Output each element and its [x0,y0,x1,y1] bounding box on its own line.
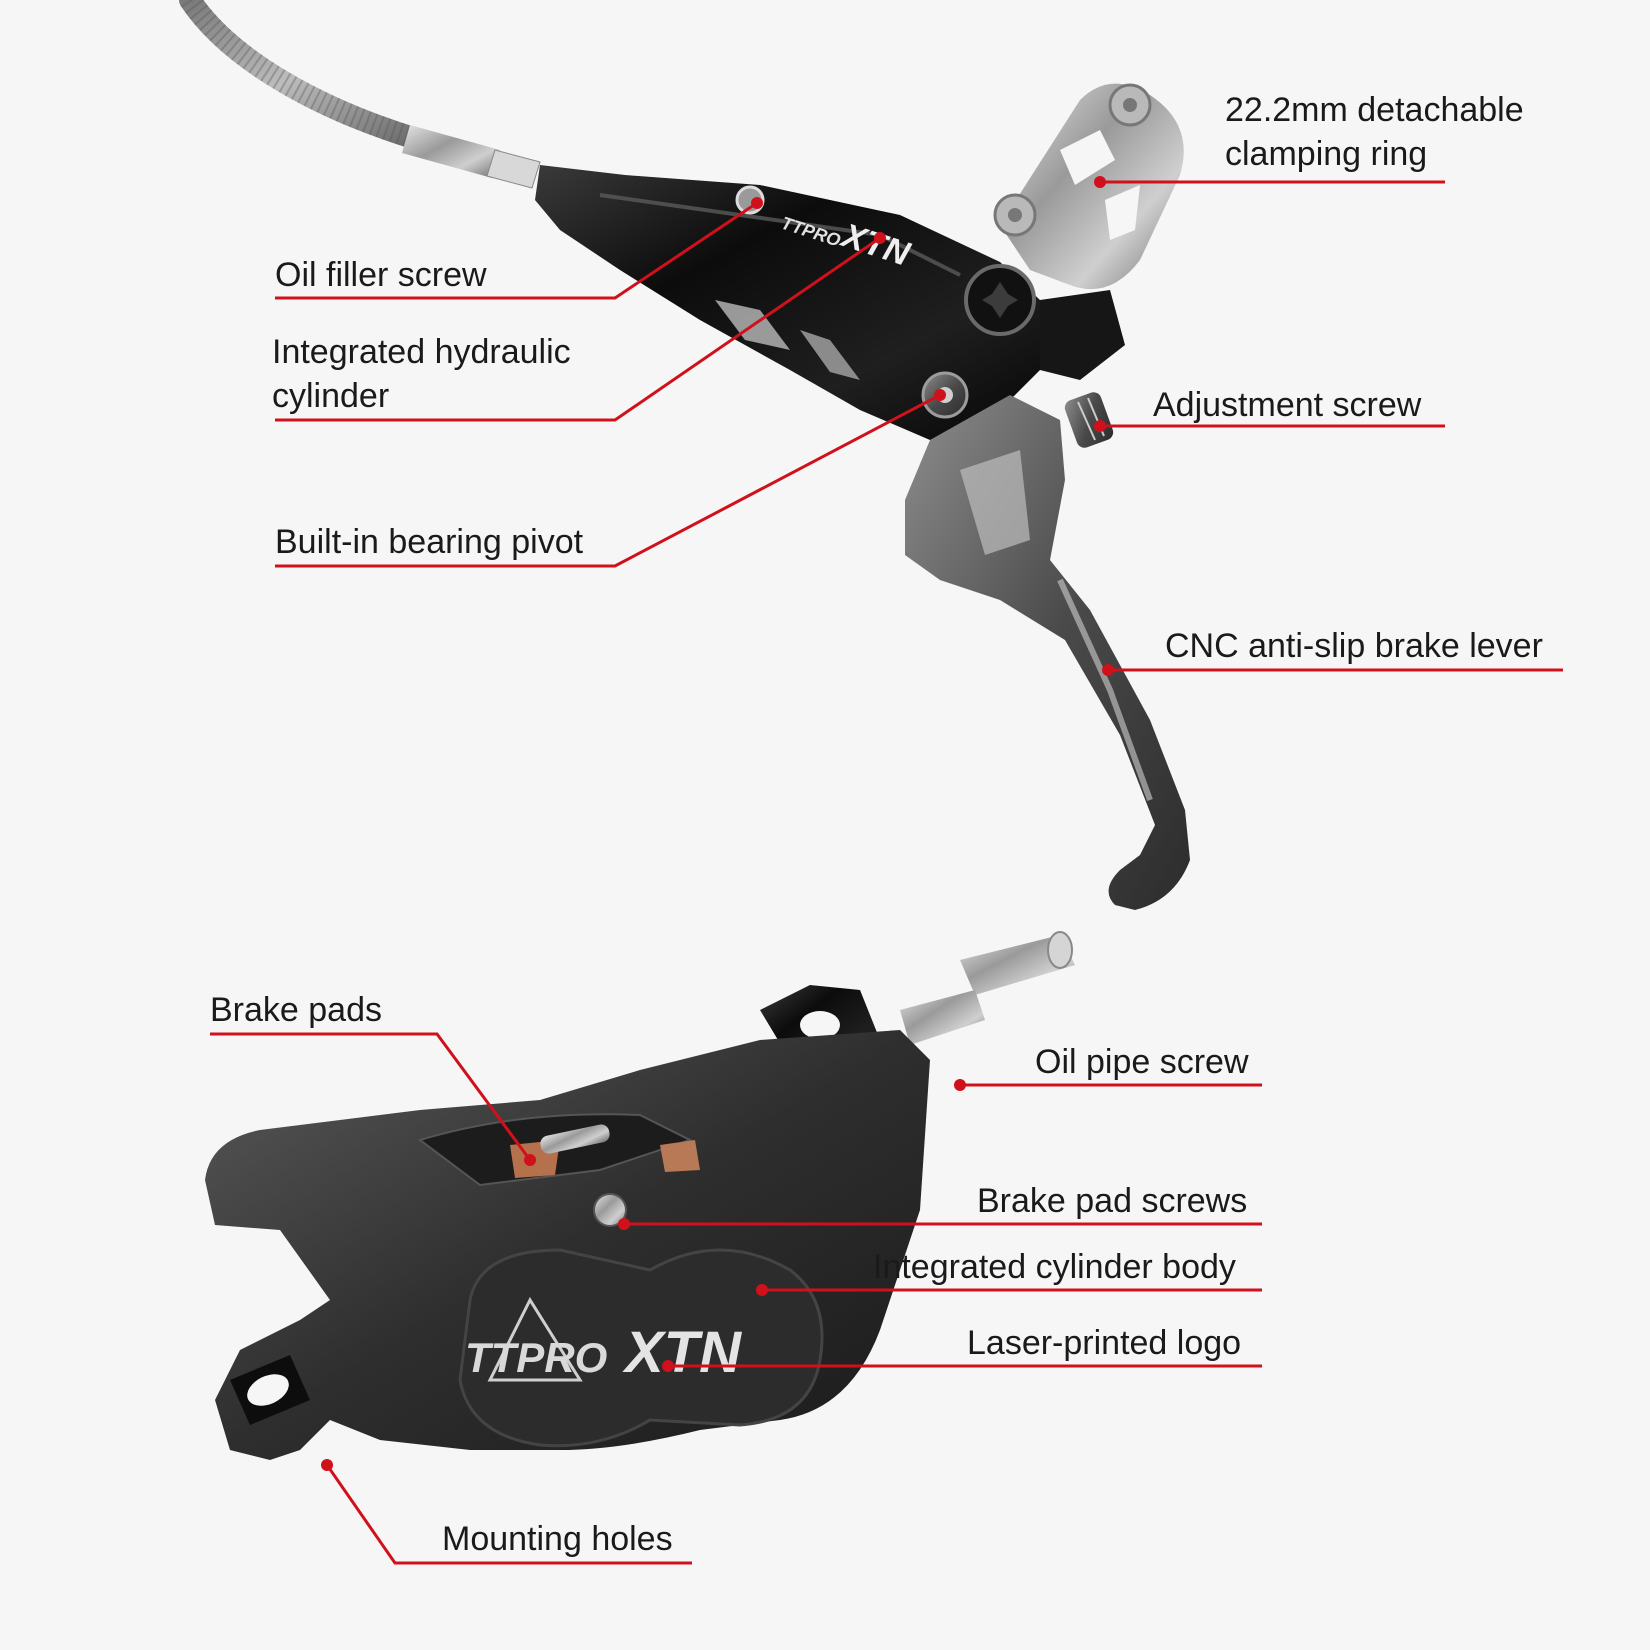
label-clamping-ring-line1: 22.2mm detachable [1225,91,1524,129]
leader-mounting-holes [325,1464,692,1565]
callout-dots [321,176,1114,1471]
label-laser-logo: Laser-printed logo [967,1324,1242,1362]
callout-lines [210,180,1563,1565]
label-oil-pipe-screw: Oil pipe screw [1035,1043,1249,1081]
mounting-hole [247,1374,289,1406]
label-oil-filler-screw: Oil filler screw [275,256,487,294]
piston-housing [458,1248,824,1448]
label-clamping-ring: 22.2mm detachable clamping ring [1225,88,1524,176]
leader-brake-pads [210,1032,532,1161]
brake-pad-screw [593,1193,627,1227]
label-bearing-pivot: Built-in bearing pivot [275,523,584,561]
caliper-assembly: TTPRO XTN [205,931,1075,1460]
hose-ferrule [402,125,500,178]
caliper-model-logo: XTN [622,1320,742,1385]
label-brake-lever: CNC anti-slip brake lever [1165,627,1543,665]
oil-pipe-fitting [960,935,1075,995]
label-hydraulic-cylinder-line2: cylinder [272,377,390,415]
leader-oil-filler-screw [275,201,758,300]
label-clamping-ring-line2: clamping ring [1225,135,1428,173]
adjustment-screw-knob [1064,392,1114,448]
leader-bearing-pivot [275,393,941,568]
label-hydraulic-cylinder: Integrated hydraulic cylinder [272,330,571,418]
brake-lever-blade [905,395,1190,910]
brake-lever-assembly: TTPRO XTN [179,0,1190,910]
brake-pad-right [660,1140,700,1172]
label-mounting-holes: Mounting holes [442,1520,673,1558]
caliper-logo-triangle [487,1296,583,1382]
label-cylinder-body: Integrated cylinder body [873,1248,1236,1286]
caliper-logo-text: TTPRO [465,1334,607,1381]
label-brake-pad-screws: Brake pad screws [977,1182,1248,1220]
label-adjustment-screw: Adjustment screw [1153,386,1422,424]
label-brake-pads: Brake pads [210,991,382,1029]
brake-hose [179,0,431,151]
leader-hydraulic-cylinder [275,236,881,422]
clamping-ring [1000,83,1184,290]
pad-retaining-pin [540,1124,610,1154]
label-hydraulic-cylinder-line1: Integrated hydraulic [272,333,571,371]
